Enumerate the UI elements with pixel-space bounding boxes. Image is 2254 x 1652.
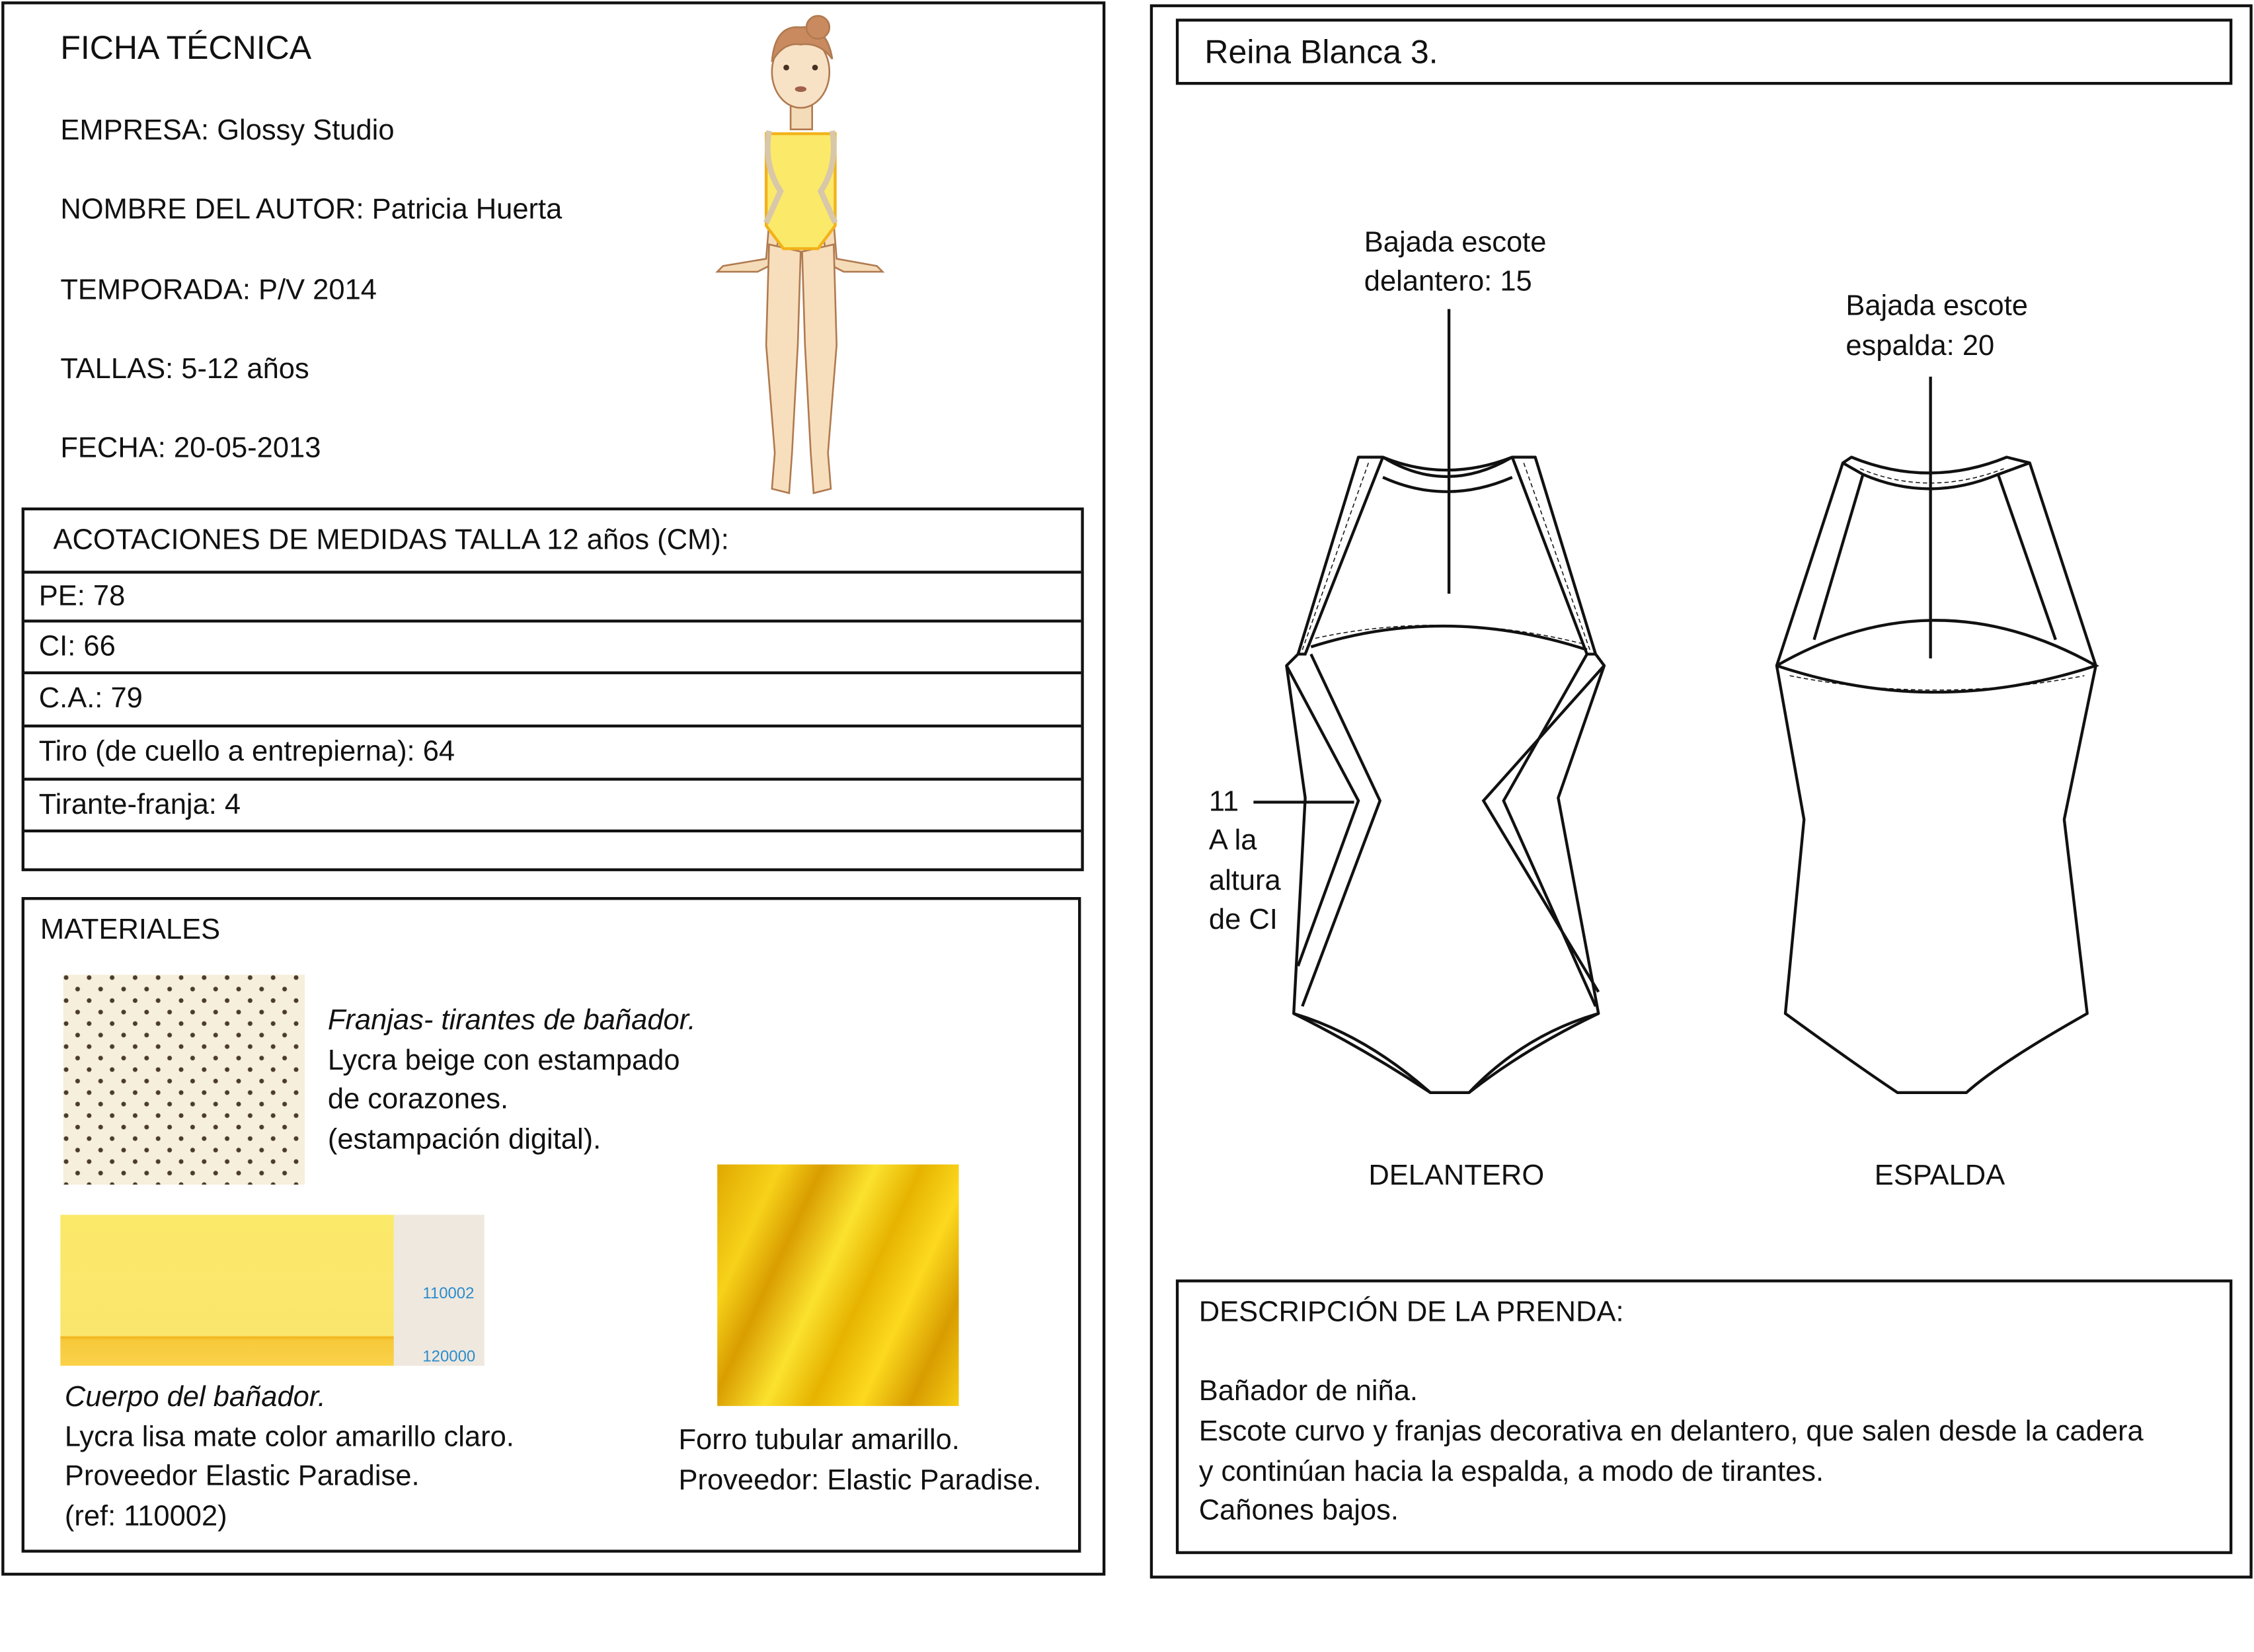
description-line: Bañador de niña.: [1198, 1376, 1418, 1408]
measure-ca: C.A.: 79: [38, 682, 143, 715]
table-row: PE: 78: [24, 574, 1081, 623]
cuerpo-title: Cuerpo del bañador.: [64, 1381, 326, 1413]
right-panel: [1149, 4, 2253, 1579]
model-illustration: [715, 15, 885, 494]
front-label: DELANTERO: [1368, 1160, 1545, 1192]
swatch-code: 120000: [422, 1348, 476, 1366]
measurements-table: ACOTACIONES DE MEDIDAS TALLA 12 años (CM…: [21, 507, 1084, 871]
franjas-line: de corazones.: [327, 1083, 509, 1116]
temporada-field: TEMPORADA: P/V 2014: [60, 274, 377, 307]
heart-print-swatch: [63, 974, 305, 1185]
side-note: A la: [1208, 825, 1257, 857]
description-box: [1175, 1279, 2233, 1554]
front-note: Bajada escote: [1364, 227, 1547, 259]
yellow-lycra-swatch: [60, 1214, 394, 1366]
side-note: de CI: [1208, 904, 1278, 936]
model-title-box: Reina Blanca 3.: [1175, 19, 2233, 85]
swatch-card: 110002 120000: [393, 1214, 485, 1366]
cuerpo-line: (ref: 110002): [64, 1501, 227, 1533]
materials-title: MATERIALES: [40, 914, 221, 946]
back-flat-drawing: [1775, 376, 2100, 1094]
side-note: 11: [1208, 786, 1239, 818]
side-note: altura: [1208, 865, 1281, 898]
cuerpo-line: Proveedor Elastic Paradise.: [64, 1460, 420, 1493]
back-label: ESPALDA: [1874, 1160, 2005, 1192]
franjas-line: (estampación digital).: [327, 1124, 602, 1156]
measure-tiro: Tiro (de cuello a entrepierna): 64: [38, 736, 455, 768]
description-line: Escote curvo y franjas decorativa en del…: [1198, 1416, 2144, 1448]
forro-line: Forro tubular amarillo.: [678, 1425, 960, 1456]
sheet-title: FICHA TÉCNICA: [60, 28, 312, 67]
description-line: Cañones bajos.: [1198, 1495, 1399, 1527]
tallas-field: TALLAS: 5-12 años: [60, 353, 309, 385]
model-title: Reina Blanca 3.: [1204, 32, 1438, 70]
description-line: y continúan hacia la espalda, a modo de …: [1198, 1456, 1824, 1488]
back-note: Bajada escote: [1846, 290, 2028, 323]
swatch-code: 110002: [422, 1285, 475, 1303]
measure-pe: PE: 78: [38, 580, 126, 612]
left-panel: [1, 1, 1106, 1576]
table-row: Tirante-franja: 4: [24, 781, 1081, 833]
yellow-lining-swatch: [717, 1164, 959, 1406]
measurements-header: ACOTACIONES DE MEDIDAS TALLA 12 años (CM…: [24, 510, 1081, 574]
front-flat-drawing: [1253, 309, 1606, 1094]
autor-field: NOMBRE DEL AUTOR: Patricia Huerta: [60, 194, 563, 226]
franjas-line: Lycra beige con estampado: [327, 1045, 680, 1077]
franjas-title: Franjas- tirantes de bañador.: [327, 1005, 696, 1037]
cuerpo-line: Lycra lisa mate color amarillo claro.: [64, 1421, 514, 1454]
description-title: DESCRIPCIÓN DE LA PRENDA:: [1198, 1296, 1624, 1329]
table-row: Tiro (de cuello a entrepierna): 64: [24, 727, 1081, 781]
measurements-header-text: ACOTACIONES DE MEDIDAS TALLA 12 años (CM…: [53, 524, 729, 556]
empresa-field: EMPRESA: Glossy Studio: [60, 114, 395, 147]
materials-box: [21, 897, 1081, 1553]
fecha-field: FECHA: 20-05-2013: [60, 432, 321, 465]
measure-tirante: Tirante-franja: 4: [38, 788, 241, 820]
table-row: C.A.: 79: [24, 674, 1081, 728]
measure-ci: CI: 66: [38, 630, 116, 662]
table-row: CI: 66: [24, 623, 1081, 674]
back-note: espalda: 20: [1846, 331, 1995, 363]
forro-line: Proveedor: Elastic Paradise.: [678, 1465, 1042, 1497]
front-note: delantero: 15: [1364, 266, 1532, 298]
